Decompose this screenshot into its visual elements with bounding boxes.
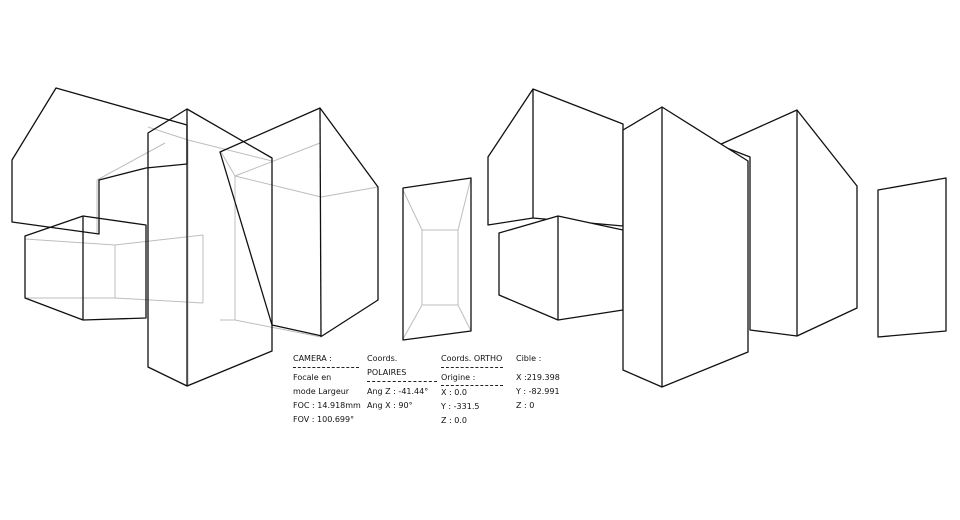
polar-coords-panel: Coords. POLAIRES Ang Z : -41.44° Ang X :… (367, 352, 437, 413)
thin-panel (877, 177, 947, 338)
camera-line: mode Largeur (293, 387, 350, 396)
camera-title: CAMERA : (293, 352, 359, 368)
camera-line: FOV : 100.699° (293, 415, 355, 424)
camera-line: FOC : 14.918mm (293, 401, 361, 410)
ortho-line: Y : -331.5 (441, 402, 480, 411)
polar-line: Ang Z : -41.44° (367, 387, 429, 396)
box-bottom-left (498, 215, 624, 321)
target-line: Z : 0 (516, 401, 535, 410)
polar-title: Coords. POLAIRES (367, 352, 437, 382)
ortho-line: X : 0.0 (441, 388, 467, 397)
polar-line: Ang X : 90° (367, 401, 413, 410)
hidden-edges (24, 126, 472, 387)
target-panel: Cible : X :219.398 Y : -82.991 Z : 0 (516, 352, 576, 413)
ortho-line: Z : 0.0 (441, 416, 467, 425)
target-title: Cible : (516, 354, 542, 363)
camera-panel: CAMERA : Focale en mode Largeur FOC : 14… (293, 352, 361, 427)
target-line: Y : -82.991 (516, 387, 560, 396)
target-line: X :219.398 (516, 373, 560, 382)
solid-view (487, 88, 947, 388)
ortho-title: Coords. ORTHO (441, 352, 503, 368)
ortho-coords-panel: Coords. ORTHO Origine : X : 0.0 Y : -331… (441, 352, 503, 428)
box-house-right (718, 109, 858, 337)
wireframe-view (11, 87, 472, 387)
ortho-line: Origine : (441, 371, 503, 386)
tall-prism (622, 106, 749, 388)
camera-line: Focale en (293, 373, 332, 382)
box-top-left (487, 88, 624, 227)
visible-edges (11, 87, 472, 387)
